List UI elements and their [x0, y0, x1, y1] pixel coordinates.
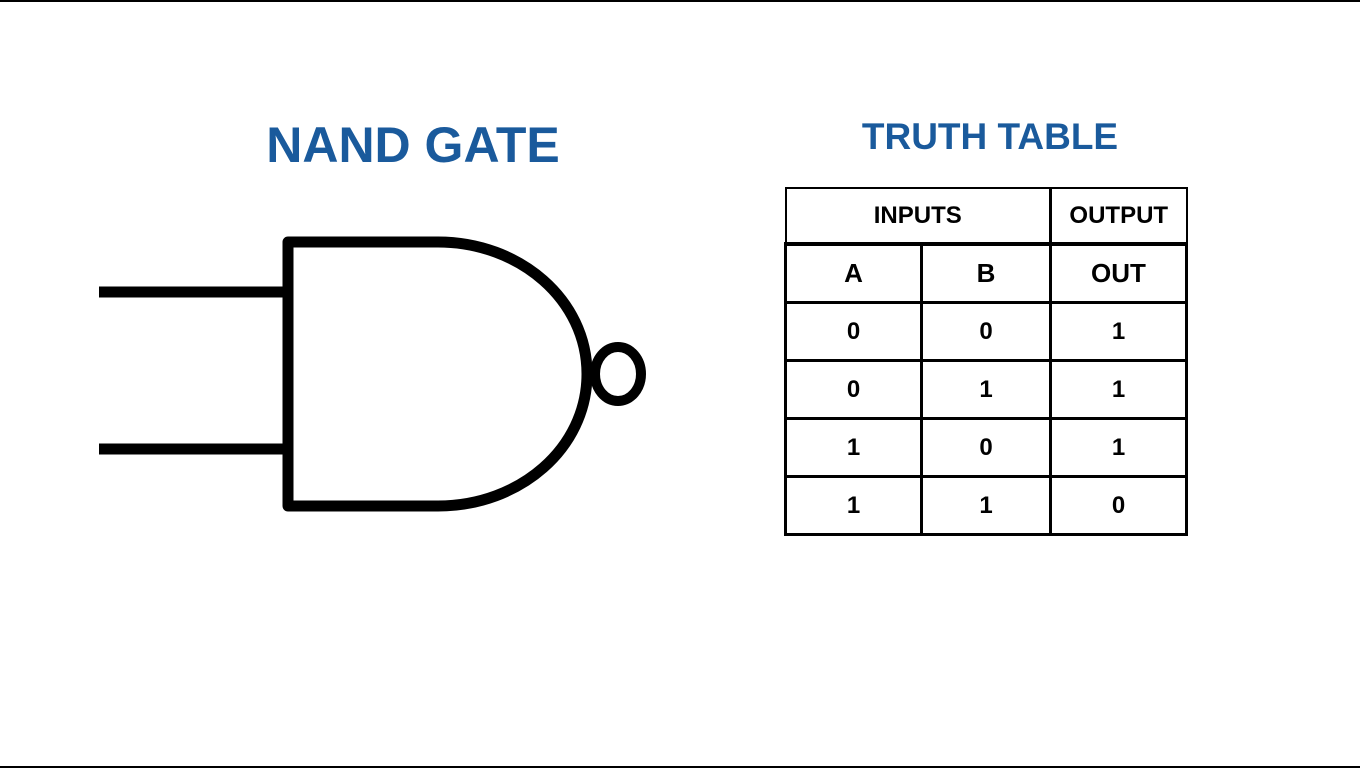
table-row: 0 0 1	[784, 301, 1188, 362]
column-header-b: B	[920, 242, 1052, 304]
cell-a: 1	[784, 475, 923, 536]
inputs-header: INPUTS	[784, 187, 1052, 246]
cell-a: 1	[784, 417, 923, 478]
cell-out: 1	[1049, 417, 1188, 478]
cell-out: 0	[1049, 475, 1188, 536]
bottom-border	[0, 766, 1360, 768]
table-row: 0 1 1	[784, 359, 1188, 420]
cell-out: 1	[1049, 301, 1188, 362]
cell-b: 0	[920, 417, 1052, 478]
cell-a: 0	[784, 301, 923, 362]
table-row: 1 1 0	[784, 475, 1188, 536]
output-header: OUTPUT	[1049, 187, 1188, 246]
column-header-row: A B OUT	[784, 242, 1188, 304]
gate-title: NAND GATE	[266, 117, 560, 173]
column-header-out: OUT	[1049, 242, 1188, 304]
table-row: 1 0 1	[784, 417, 1188, 478]
top-border	[0, 0, 1360, 2]
truth-table: INPUTS OUTPUT A B OUT 0 0 1 0 1 1 1 0 1 …	[784, 187, 1188, 536]
inversion-bubble	[590, 342, 646, 406]
cell-out: 1	[1049, 359, 1188, 420]
cell-b: 1	[920, 475, 1052, 536]
column-header-a: A	[784, 242, 923, 304]
truth-table-title: TRUTH TABLE	[861, 116, 1119, 157]
cell-a: 0	[784, 359, 923, 420]
group-header-row: INPUTS OUTPUT	[784, 187, 1188, 246]
gate-body	[282, 236, 593, 512]
cell-b: 0	[920, 301, 1052, 362]
cell-b: 1	[920, 359, 1052, 420]
